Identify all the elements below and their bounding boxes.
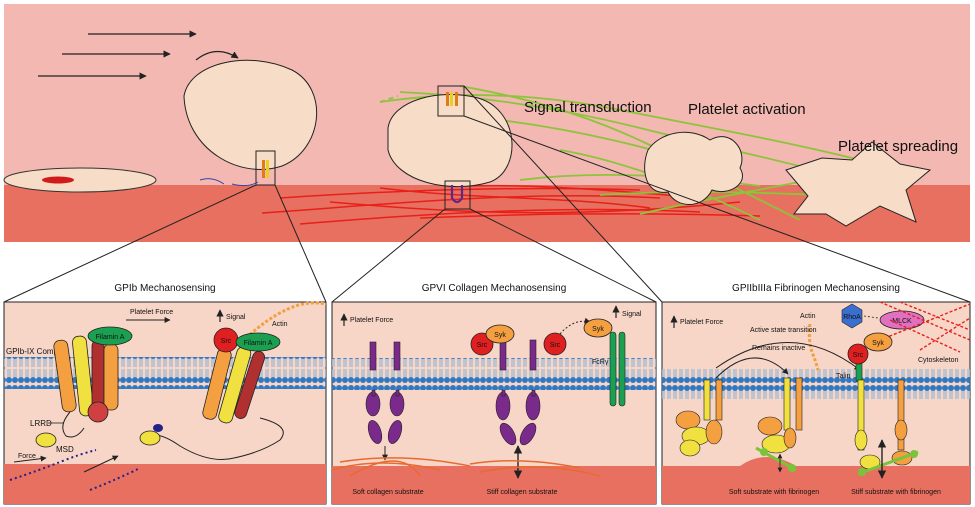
gpib-zoom-box [255,150,276,186]
tethered-platelet [183,59,318,187]
panel-gpvi: GPVI Collagen Mechanosensing Platelet Fo… [331,283,657,505]
label-platelet-spreading: Platelet spreading [838,138,958,155]
syk-oval [863,332,893,352]
svg-text:Filamin A: Filamin A [96,334,125,341]
membrane-bilayer [332,358,656,390]
talin-label: Talin [836,373,851,380]
activated-platelet [387,85,513,210]
msd-label: MSD [56,445,74,454]
gpib-receptor-left: Filamin A [53,326,133,438]
panel-gpiibiiia: GPIIbIIIa Fibrinogen Mechanosensing Plat… [661,283,971,505]
integrin-bent [675,379,723,457]
platelet-force-label: Platelet Force [680,319,723,326]
panel1-title: GPIb Mechanosensing [114,283,215,294]
gpvi-zoom-box [444,180,471,210]
signal-label: Signal [622,311,642,318]
src-right [543,332,567,356]
label-platelet-activation: Platelet activation [688,101,806,118]
flow-arrows [38,30,239,80]
gpvi-receptor-soft [365,341,405,444]
svg-text:Syk: Syk [494,332,506,339]
stiff-fibrinogen-label: Stiff substrate with fibrinogen [851,489,941,496]
actin-label: Actin [800,313,816,320]
platelet-spread-shape [785,141,932,227]
svg-text:Syk: Syk [872,340,884,347]
soft-fibrinogen-label: Soft substrate with fibrinogen [729,489,819,496]
zoom-connectors [3,85,971,303]
svg-text:Src: Src [853,352,864,359]
soft-collagen-label: Soft collagen substrate [352,489,423,496]
membrane-bilayer [4,357,326,389]
svg-text:Syk: Syk [592,326,604,333]
signal-label: Signal [226,314,246,321]
label-signal-transduction: Signal transduction [524,99,652,116]
gpib-receptor-right: Src Filamin A [139,327,284,460]
vwf-chain-left [9,449,97,481]
panel2-title: GPVI Collagen Mechanosensing [422,283,567,294]
syk-left [485,324,515,344]
fcrg-label: FcRγ [592,359,609,366]
svg-text:Filamin A: Filamin A [244,340,273,347]
platelet-force-label: Platelet Force [350,317,393,324]
syk-right [583,318,613,338]
mlck-label: MLCK [892,318,912,325]
panel-gpib: GPIb Mechanosensing Platelet Force Signa… [3,283,327,505]
membrane-bilayer [662,368,970,400]
endothelial-cell [3,167,157,193]
rhoa-label: RhoA [843,314,861,321]
top-overview-panel: Signal transduction Platelet activation … [3,4,970,242]
filamin-a-left [87,326,133,346]
lrrd-label: LRRD [30,419,52,428]
svg-text:Src: Src [550,342,561,349]
integrin-stiff [854,379,913,470]
svg-text:Src: Src [221,338,232,345]
gpib-ix-complex-label: GPIb-IX Complex [6,347,68,356]
vwf-chain-right [89,467,141,491]
fcrg-chain [609,331,626,407]
platelet-force-label: Platelet Force [130,309,173,316]
svg-text:Src: Src [477,342,488,349]
stiff-collagen-label: Stiff collagen substrate [487,489,558,496]
panel3-title: GPIIbIIIa Fibrinogen Mechanosensing [732,283,900,294]
gpvi-receptor-stiff [495,339,541,446]
integrin-zoom-box [437,85,465,117]
actin-label: Actin [272,321,288,328]
platelet-activated-shape [644,131,743,205]
src-circle [847,343,869,365]
cytoskeleton-mesh [879,301,971,353]
cytoskeleton-label: Cytoskeleton [918,357,959,364]
filamin-a-right [235,332,281,352]
rhoa-hex [841,303,863,329]
force-label: Force [18,453,36,460]
active-transition-label: Active state transition [750,327,817,334]
vwf-strand [199,178,259,187]
remains-inactive-label: Remains inactive [752,345,805,352]
integrin-soft [757,377,803,454]
